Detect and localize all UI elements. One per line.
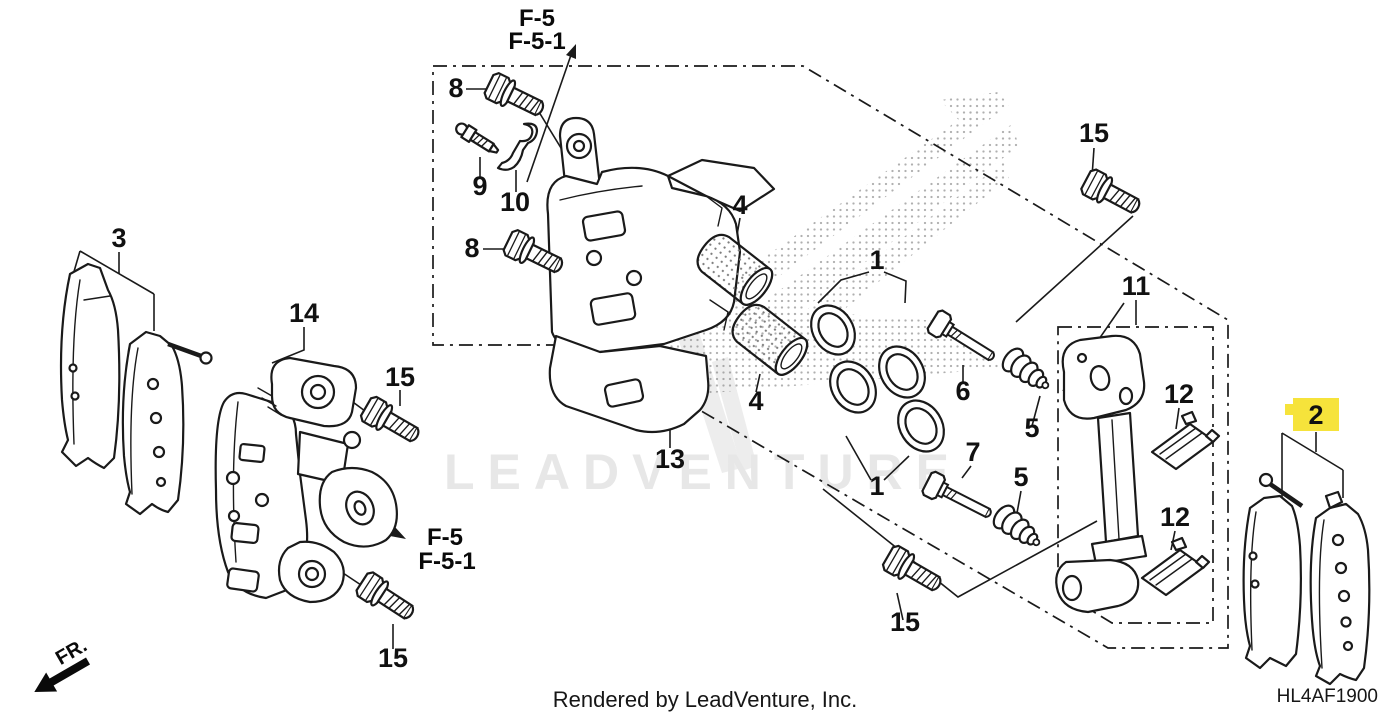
- callout-9[interactable]: 9: [472, 171, 487, 201]
- bolt-15a: [357, 393, 426, 450]
- callout-4-top[interactable]: 4: [732, 190, 747, 220]
- mount-bolt-8a: [481, 70, 550, 124]
- rendered-by-text: Rendered by LeadVenture, Inc.: [553, 687, 858, 712]
- callout-12-lower[interactable]: 12: [1160, 502, 1190, 532]
- callout-8-lower[interactable]: 8: [464, 233, 479, 263]
- caliper-bracket-11: [1055, 334, 1148, 614]
- bolt-15b: [353, 569, 421, 627]
- callout-2-highlighted[interactable]: 2: [1285, 398, 1339, 431]
- pad-wear-indicator: [167, 341, 205, 360]
- clip-10: [496, 122, 539, 171]
- piston-4b: [731, 303, 809, 376]
- callout-15-bottommid[interactable]: 15: [890, 607, 920, 637]
- callout-13[interactable]: 13: [655, 444, 685, 474]
- brake-pad-set-2: [1242, 472, 1371, 686]
- callout-3[interactable]: 3: [111, 223, 126, 253]
- bolt-15c: [1078, 166, 1146, 222]
- bleeder-screw-9: [455, 122, 500, 154]
- callout-5-upper[interactable]: 5: [1024, 413, 1039, 443]
- caliper-body-13: [546, 116, 776, 434]
- callout-6[interactable]: 6: [955, 376, 970, 406]
- diagram-code: HL4AF1900: [1277, 686, 1378, 707]
- piston-seal-set-1: [810, 304, 945, 453]
- callout-1-bottom[interactable]: 1: [869, 471, 884, 501]
- callout-8-top[interactable]: 8: [448, 73, 463, 103]
- callout-15-bottomleft[interactable]: 15: [378, 643, 408, 673]
- highlight-nub: [1285, 404, 1295, 415]
- ref-label-top-f5[interactable]: F-5: [519, 5, 555, 32]
- bracket-assembly-dashed-box: [1057, 326, 1214, 624]
- brake-pad-set-3: [59, 262, 213, 516]
- watermark-text: LEADVENTURE: [444, 444, 962, 500]
- ref-arrow-top: [526, 44, 576, 183]
- pin-boot-5a: [997, 343, 1057, 399]
- ref-label-mid-f5[interactable]: F-5: [427, 524, 463, 551]
- pad-retainer-12a: [1150, 410, 1221, 471]
- ref-label-mid-f51[interactable]: F-5-1: [418, 548, 475, 575]
- bolt-15d: [879, 542, 948, 599]
- callout-15-topright[interactable]: 15: [1079, 118, 1109, 148]
- callout-4-bottom[interactable]: 4: [748, 386, 763, 416]
- pad-retainer-12b: [1140, 536, 1211, 597]
- front-arrow-icon: [34, 657, 90, 692]
- callout-7[interactable]: 7: [965, 437, 980, 467]
- caliper-assembly-14: [214, 356, 398, 604]
- callout-1-top[interactable]: 1: [869, 245, 884, 275]
- highlight-box: [1293, 398, 1339, 431]
- callout-5-lower[interactable]: 5: [1013, 462, 1028, 492]
- front-direction-indicator: FR.: [34, 635, 91, 692]
- ref-label-top-f51[interactable]: F-5-1: [508, 28, 565, 55]
- caliper-assembly-dashed-box: [432, 65, 1229, 649]
- piston-4a: [696, 233, 774, 306]
- callout-14[interactable]: 14: [289, 298, 319, 328]
- callout-labels: 8 9 10 8 3 14 15 15 13 4 4 1 1 6 5 7 5 1…: [111, 73, 1194, 673]
- callout-11[interactable]: 11: [1122, 271, 1151, 301]
- callout-2-label: 2: [1308, 400, 1323, 430]
- callout-10[interactable]: 10: [500, 187, 530, 217]
- callout-12-upper[interactable]: 12: [1164, 379, 1194, 409]
- callout-15-midleft[interactable]: 15: [385, 362, 415, 392]
